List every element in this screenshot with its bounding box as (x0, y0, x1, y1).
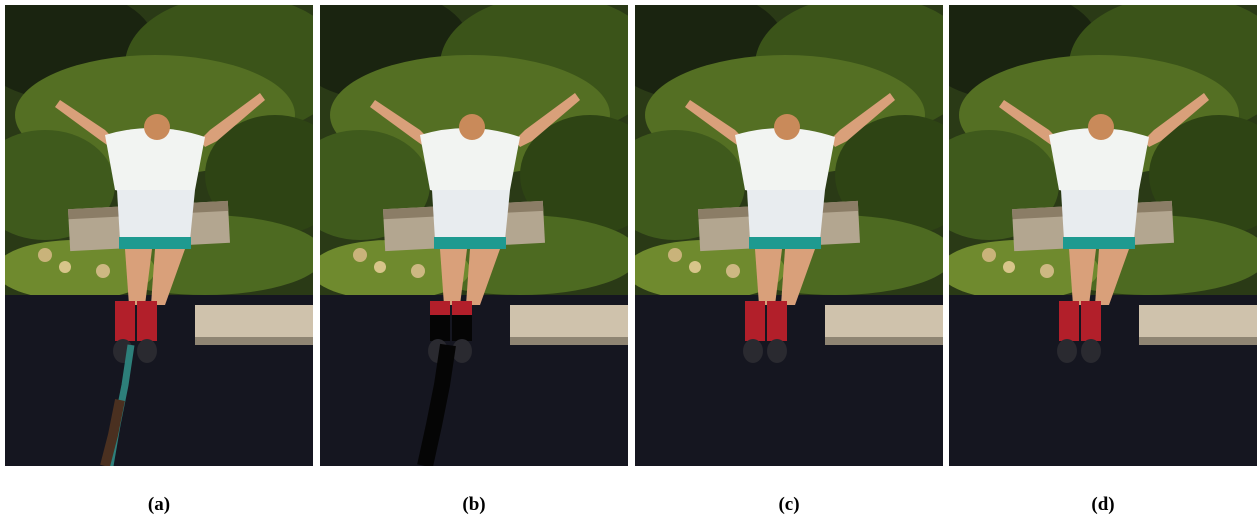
panel-a (5, 5, 313, 466)
panel-b (320, 5, 628, 466)
rope-mask (417, 343, 456, 466)
panel-label-a: (a) (147, 494, 171, 515)
bungee-jumper-photo (5, 5, 313, 466)
bungee-jumper-photo (635, 5, 943, 466)
panel-d (949, 5, 1257, 466)
bungee-jumper-photo (320, 5, 628, 466)
panel-c (635, 5, 943, 466)
panel-label-d: (d) (1091, 494, 1115, 515)
bungee-jumper-photo (949, 5, 1257, 466)
panel-label-b: (b) (462, 494, 486, 515)
panel-label-c: (c) (778, 494, 800, 515)
